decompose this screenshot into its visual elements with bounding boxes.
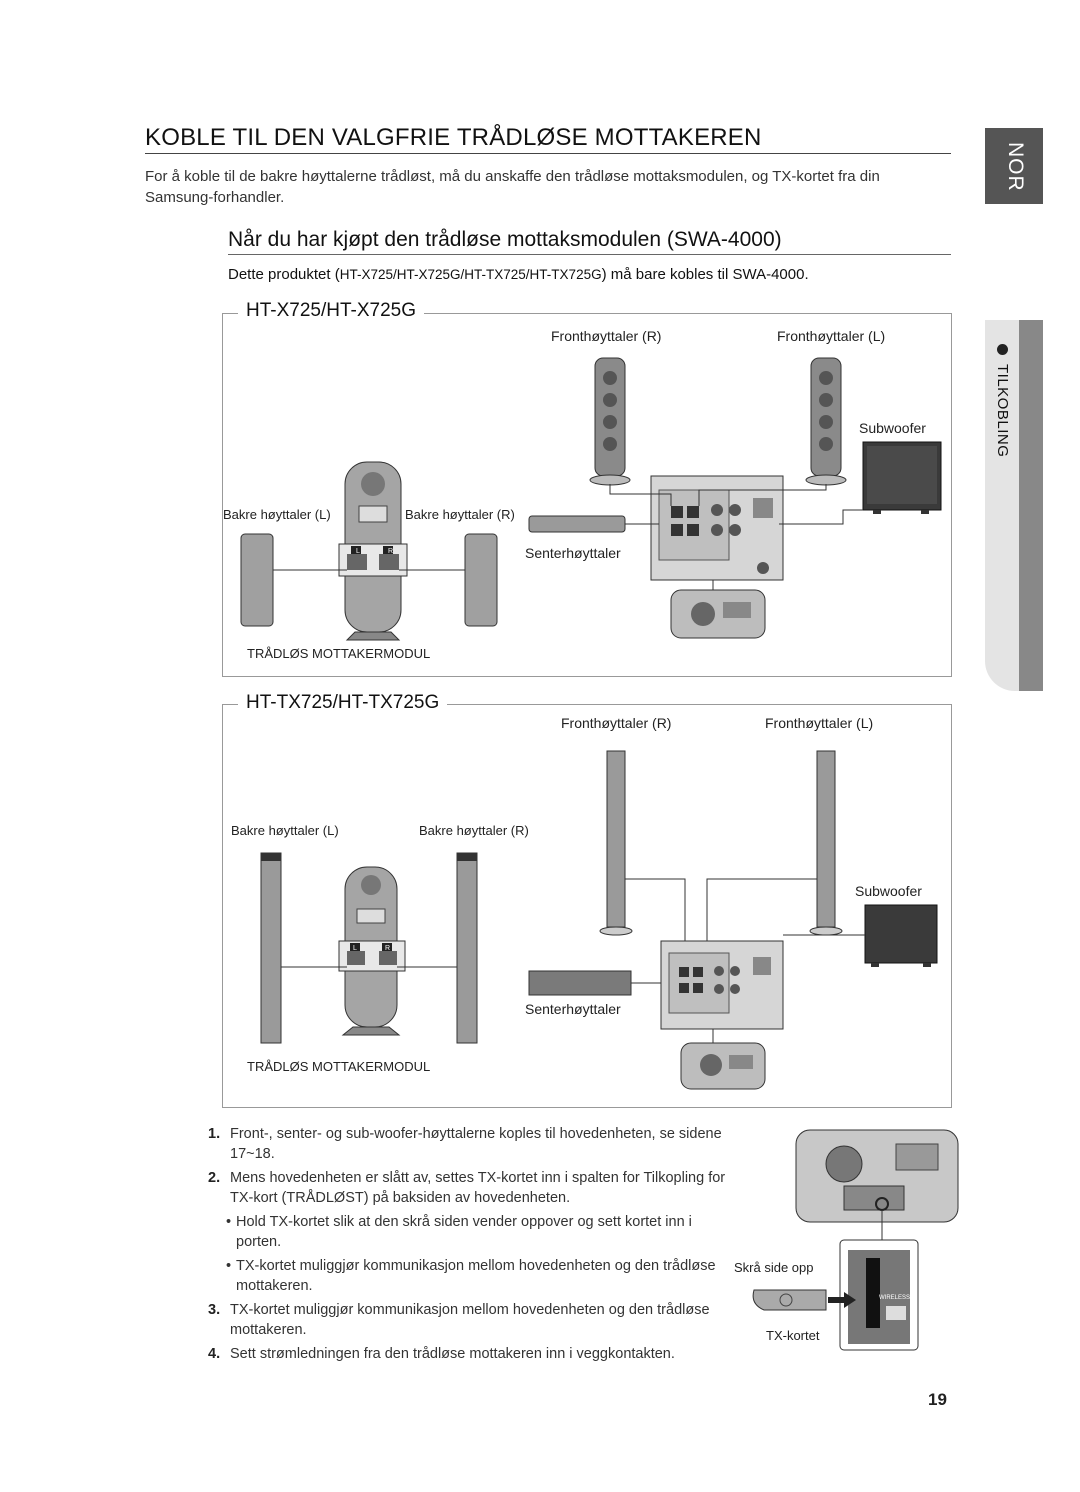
rear-r-label: Bakre høyttaler (R) xyxy=(419,823,529,838)
diagram-ht-tx725-title: HT-TX725/HT-TX725G xyxy=(238,692,448,714)
page-number: 19 xyxy=(928,1390,947,1409)
rear-speaker-l-icon xyxy=(260,852,282,1044)
front-r-label: Fronthøyttaler (R) xyxy=(561,715,672,731)
main-unit-panel-icon xyxy=(660,940,784,1030)
module-label-l: L xyxy=(356,548,360,555)
step-number: 2. xyxy=(208,1170,221,1186)
main-unit-icon xyxy=(670,589,766,639)
section-tab-label: TILKOBLING xyxy=(994,364,1011,458)
diagram-ht-tx725: L R Fronthøyttaler (R) Fronthøyttaler (L… xyxy=(222,704,952,1108)
slant-side-label: Skrå side opp xyxy=(734,1260,814,1275)
bullet-1: • Hold TX-kortet slik at den skrå siden … xyxy=(208,1212,728,1252)
rear-r-label: Bakre høyttaler (R) xyxy=(405,507,515,522)
product-note-suffix: ) må bare kobles til SWA-4000. xyxy=(601,266,809,283)
page-title: KOBLE TIL DEN VALGFRIE TRÅDLØSE MOTTAKER… xyxy=(145,124,762,151)
center-label: Senterhøyttaler xyxy=(525,1001,621,1017)
module-label-r: R xyxy=(385,945,390,952)
bullet-icon: • xyxy=(226,1258,232,1274)
module-label-l: L xyxy=(353,945,357,952)
diagram-ht-x725: L R Fronthøyttaler (R) Fronthøyttaler (L… xyxy=(222,313,952,677)
section-tab-bullet-icon xyxy=(997,344,1008,355)
title-divider xyxy=(145,153,951,154)
diagram-ht-x725-title: HT-X725/HT-X725G xyxy=(238,300,425,322)
bullet-text: Hold TX-kortet slik at den skrå siden ve… xyxy=(236,1214,692,1250)
wireless-module-icon xyxy=(338,461,408,641)
product-note-prefix: Dette produktet ( xyxy=(228,266,340,283)
front-speaker-r-icon xyxy=(599,750,633,936)
language-tab-label: NOR xyxy=(1004,142,1027,192)
front-speaker-l-icon xyxy=(809,750,843,936)
step-text: TX-kortet muliggjør kommunikasjon mellom… xyxy=(230,1302,710,1338)
instruction-list: 1. Front-, senter- og sub-woofer-høyttal… xyxy=(208,1124,728,1368)
subwoofer-label: Subwoofer xyxy=(855,883,922,899)
rear-l-label: Bakre høyttaler (L) xyxy=(223,507,331,522)
step-text: Front-, senter- og sub-woofer-høyttalern… xyxy=(230,1126,722,1162)
center-speaker-icon xyxy=(528,515,626,533)
language-tab: NOR xyxy=(985,128,1043,204)
subheading: Når du har kjøpt den trådløse mottaksmod… xyxy=(228,228,782,251)
rear-speaker-l-icon xyxy=(240,533,274,627)
bullet-text: TX-kortet muliggjør kommunikasjon mellom… xyxy=(236,1258,716,1294)
rear-l-label: Bakre høyttaler (L) xyxy=(231,823,339,838)
bullet-icon: • xyxy=(226,1214,232,1230)
wireless-port-label: WIRELESS xyxy=(879,1295,910,1301)
product-note-models: HT-X725/HT-X725G/HT-TX725/HT-TX725G xyxy=(339,267,602,282)
front-r-label: Fronthøyttaler (R) xyxy=(551,328,662,344)
module-label: TRÅDLØS MOTTAKERMODUL xyxy=(247,646,431,661)
center-speaker-icon xyxy=(528,970,632,996)
step-1: 1. Front-, senter- og sub-woofer-høyttal… xyxy=(208,1124,728,1164)
main-unit-icon xyxy=(680,1042,766,1090)
intro-paragraph: For å koble til de bakre høyttalerne trå… xyxy=(145,168,880,206)
subwoofer-icon xyxy=(864,904,938,967)
bullet-2: • TX-kortet muliggjør kommunikasjon mell… xyxy=(208,1256,728,1296)
section-tab: TILKOBLING xyxy=(985,320,1043,691)
step-3: 3. TX-kortet muliggjør kommunikasjon mel… xyxy=(208,1300,728,1340)
tx-card-icon xyxy=(752,1289,856,1311)
product-note: Dette produktet (HT-X725/HT-X725G/HT-TX7… xyxy=(228,266,809,283)
front-l-label: Fronthøyttaler (L) xyxy=(777,328,886,344)
front-l-label: Fronthøyttaler (L) xyxy=(765,715,874,731)
front-speaker-r-icon xyxy=(589,357,631,486)
tx-card-figure: WIRELESS xyxy=(752,1129,959,1351)
module-label: TRÅDLØS MOTTAKERMODUL xyxy=(247,1059,431,1074)
step-text: Mens hovedenheten er slått av, settes TX… xyxy=(230,1170,726,1206)
diagram-ht-tx725-illustration: L R xyxy=(260,750,938,1090)
subwoofer-icon xyxy=(862,441,942,514)
connection-wires xyxy=(625,878,865,1043)
rear-speaker-r-icon xyxy=(456,852,478,1044)
diagram-ht-x725-illustration: L R xyxy=(240,357,942,641)
wireless-port-zoom-icon xyxy=(839,1239,919,1351)
step-number: 1. xyxy=(208,1126,221,1142)
main-unit-panel-icon xyxy=(650,475,784,581)
front-speaker-l-icon xyxy=(805,357,847,486)
subwoofer-label: Subwoofer xyxy=(859,420,926,436)
section-tab-strip xyxy=(1019,320,1043,691)
subheading-divider xyxy=(228,254,951,255)
step-text: Sett strømledningen fra den trådløse mot… xyxy=(230,1346,675,1362)
tx-card-label: TX-kortet xyxy=(766,1328,820,1343)
module-label-r: R xyxy=(388,548,393,555)
step-number: 4. xyxy=(208,1346,221,1362)
step-4: 4. Sett strømledningen fra den trådløse … xyxy=(208,1344,728,1364)
step-number: 3. xyxy=(208,1302,221,1318)
step-2: 2. Mens hovedenheten er slått av, settes… xyxy=(208,1168,728,1208)
wireless-module-icon xyxy=(338,866,406,1036)
rear-speaker-r-icon xyxy=(464,533,498,627)
center-label: Senterhøyttaler xyxy=(525,545,621,561)
main-unit-rear-icon xyxy=(795,1129,959,1223)
